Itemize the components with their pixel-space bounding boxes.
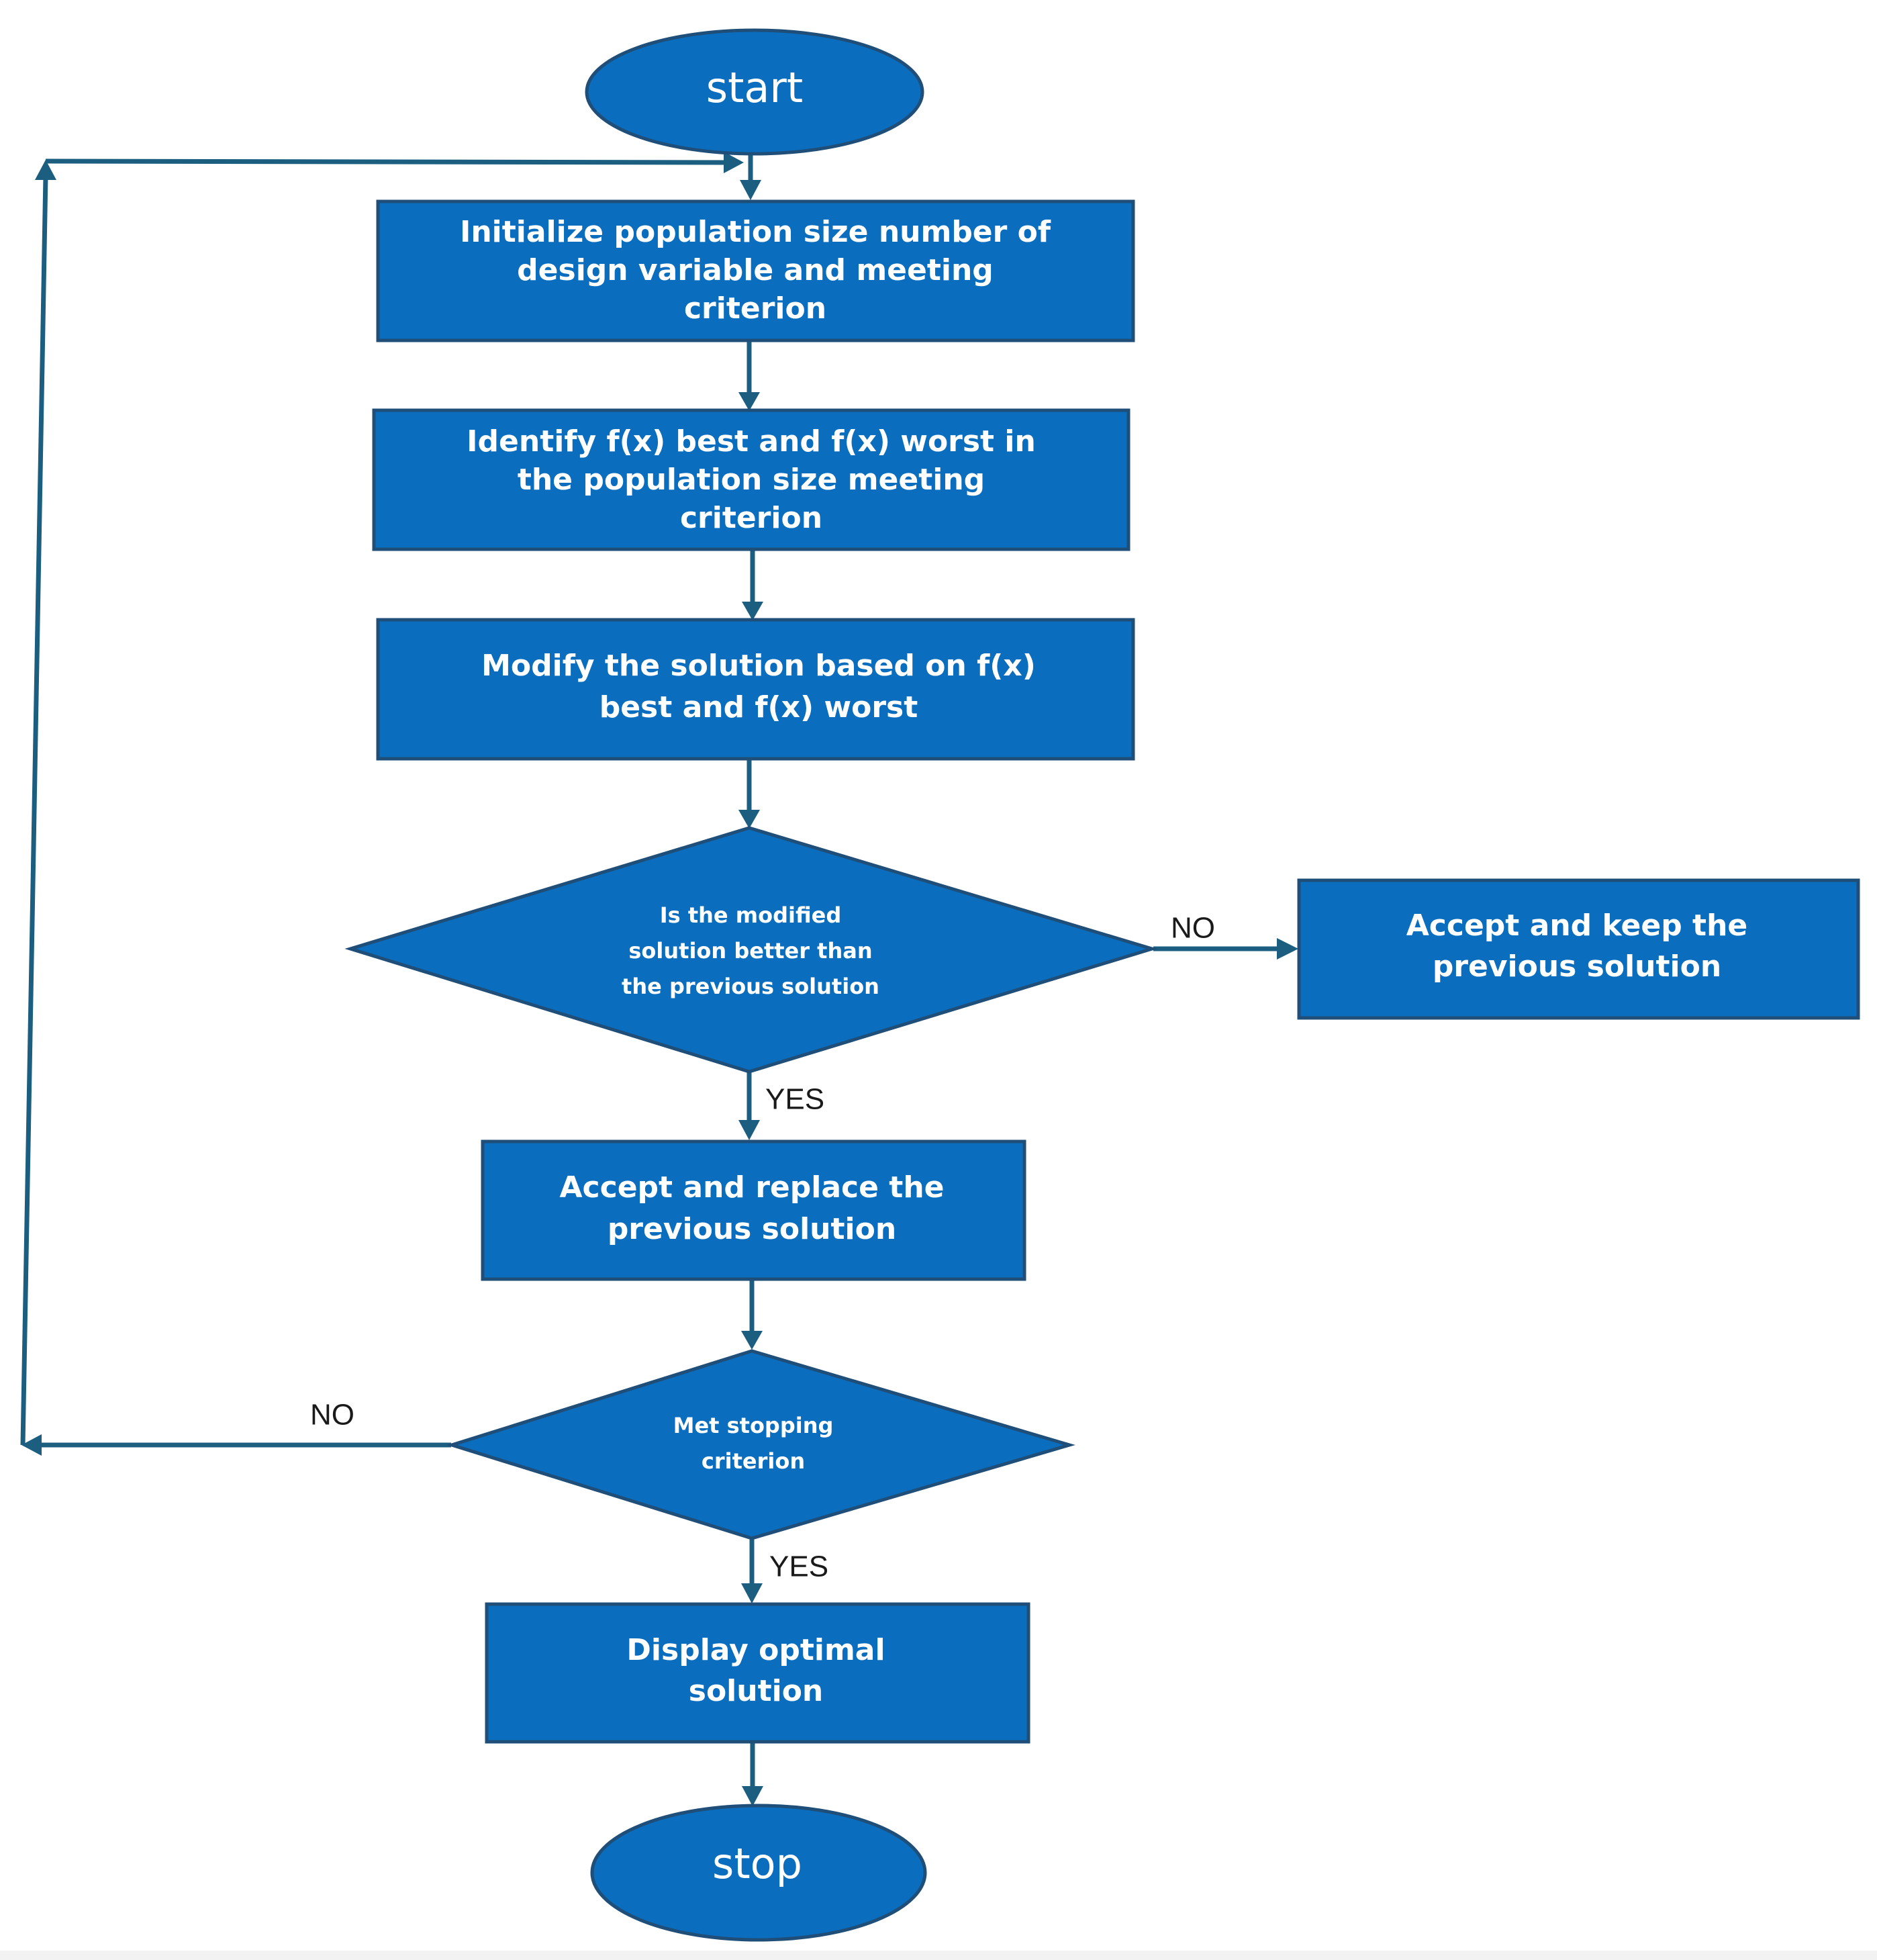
node-keep-previous: Accept and keep the previous solution — [1297, 878, 1860, 1020]
edge-stopping-decision-to-display: YES — [741, 1538, 828, 1603]
edge-label-yes-second: YES — [769, 1550, 828, 1583]
node-initialize-line-1: Initialize population size number of — [460, 215, 1051, 249]
node-display-line-2: solution — [689, 1674, 824, 1708]
node-identify: Identify f(x) best and f(x) worst in the… — [372, 408, 1130, 551]
node-better-decision-line-3: the previous solution — [622, 974, 879, 999]
node-stop: stop — [590, 1804, 927, 1942]
edge-stopping-decision-loop-to-initialize: NO — [20, 152, 744, 1456]
node-keep-previous-line-1: Accept and keep the — [1406, 908, 1748, 943]
node-modify: Modify the solution based on f(x) best a… — [376, 618, 1135, 761]
node-better-decision-line-2: solution better than — [628, 938, 872, 964]
edge-label-yes-first: YES — [765, 1083, 824, 1116]
edge-initialize-to-identify — [738, 341, 760, 411]
edge-identify-to-modify — [742, 551, 763, 620]
edge-modify-to-better-decision — [738, 759, 760, 829]
edge-label-no-left: NO — [310, 1399, 354, 1432]
node-stopping-decision: Met stopping criterion — [446, 1349, 1075, 1540]
edges: NO YES YES NO — [20, 152, 1298, 1806]
node-replace-previous: Accept and replace the previous solution — [481, 1139, 1026, 1281]
node-replace-previous-line-2: previous solution — [608, 1212, 896, 1246]
bottom-strip — [0, 1951, 1877, 1960]
node-identify-line-2: the population size meeting — [518, 463, 985, 497]
node-better-decision-line-1: Is the modified — [660, 902, 842, 928]
node-stopping-decision-line-2: criterion — [702, 1448, 805, 1474]
node-initialize-line-3: criterion — [684, 291, 826, 326]
edge-display-to-stop — [742, 1743, 763, 1806]
node-stop-label: stop — [712, 1839, 802, 1888]
edge-better-decision-to-replace-previous: YES — [738, 1071, 824, 1140]
node-initialize-line-2: design variable and meeting — [517, 253, 994, 287]
node-start-label: start — [706, 63, 803, 112]
node-keep-previous-line-2: previous solution — [1433, 949, 1721, 984]
node-initialize: Initialize population size number of des… — [376, 199, 1135, 342]
edge-better-decision-to-keep-previous: NO — [1153, 912, 1298, 960]
node-replace-previous-line-1: Accept and replace the — [560, 1170, 945, 1205]
node-display-line-1: Display optimal — [626, 1633, 885, 1667]
edge-label-no-right: NO — [1171, 912, 1215, 945]
node-modify-line-2: best and f(x) worst — [599, 690, 918, 725]
edge-replace-to-stopping-decision — [741, 1280, 763, 1350]
node-better-decision: Is the modified solution better than the… — [344, 826, 1158, 1074]
node-modify-line-1: Modify the solution based on f(x) — [481, 649, 1036, 683]
edge-start-to-initialize — [740, 153, 761, 200]
node-start: start — [585, 28, 924, 156]
node-identify-line-1: Identify f(x) best and f(x) worst in — [467, 424, 1036, 459]
node-identify-line-3: criterion — [680, 501, 822, 535]
node-display: Display optimal solution — [485, 1602, 1030, 1744]
node-stopping-decision-line-1: Met stopping — [673, 1413, 834, 1438]
